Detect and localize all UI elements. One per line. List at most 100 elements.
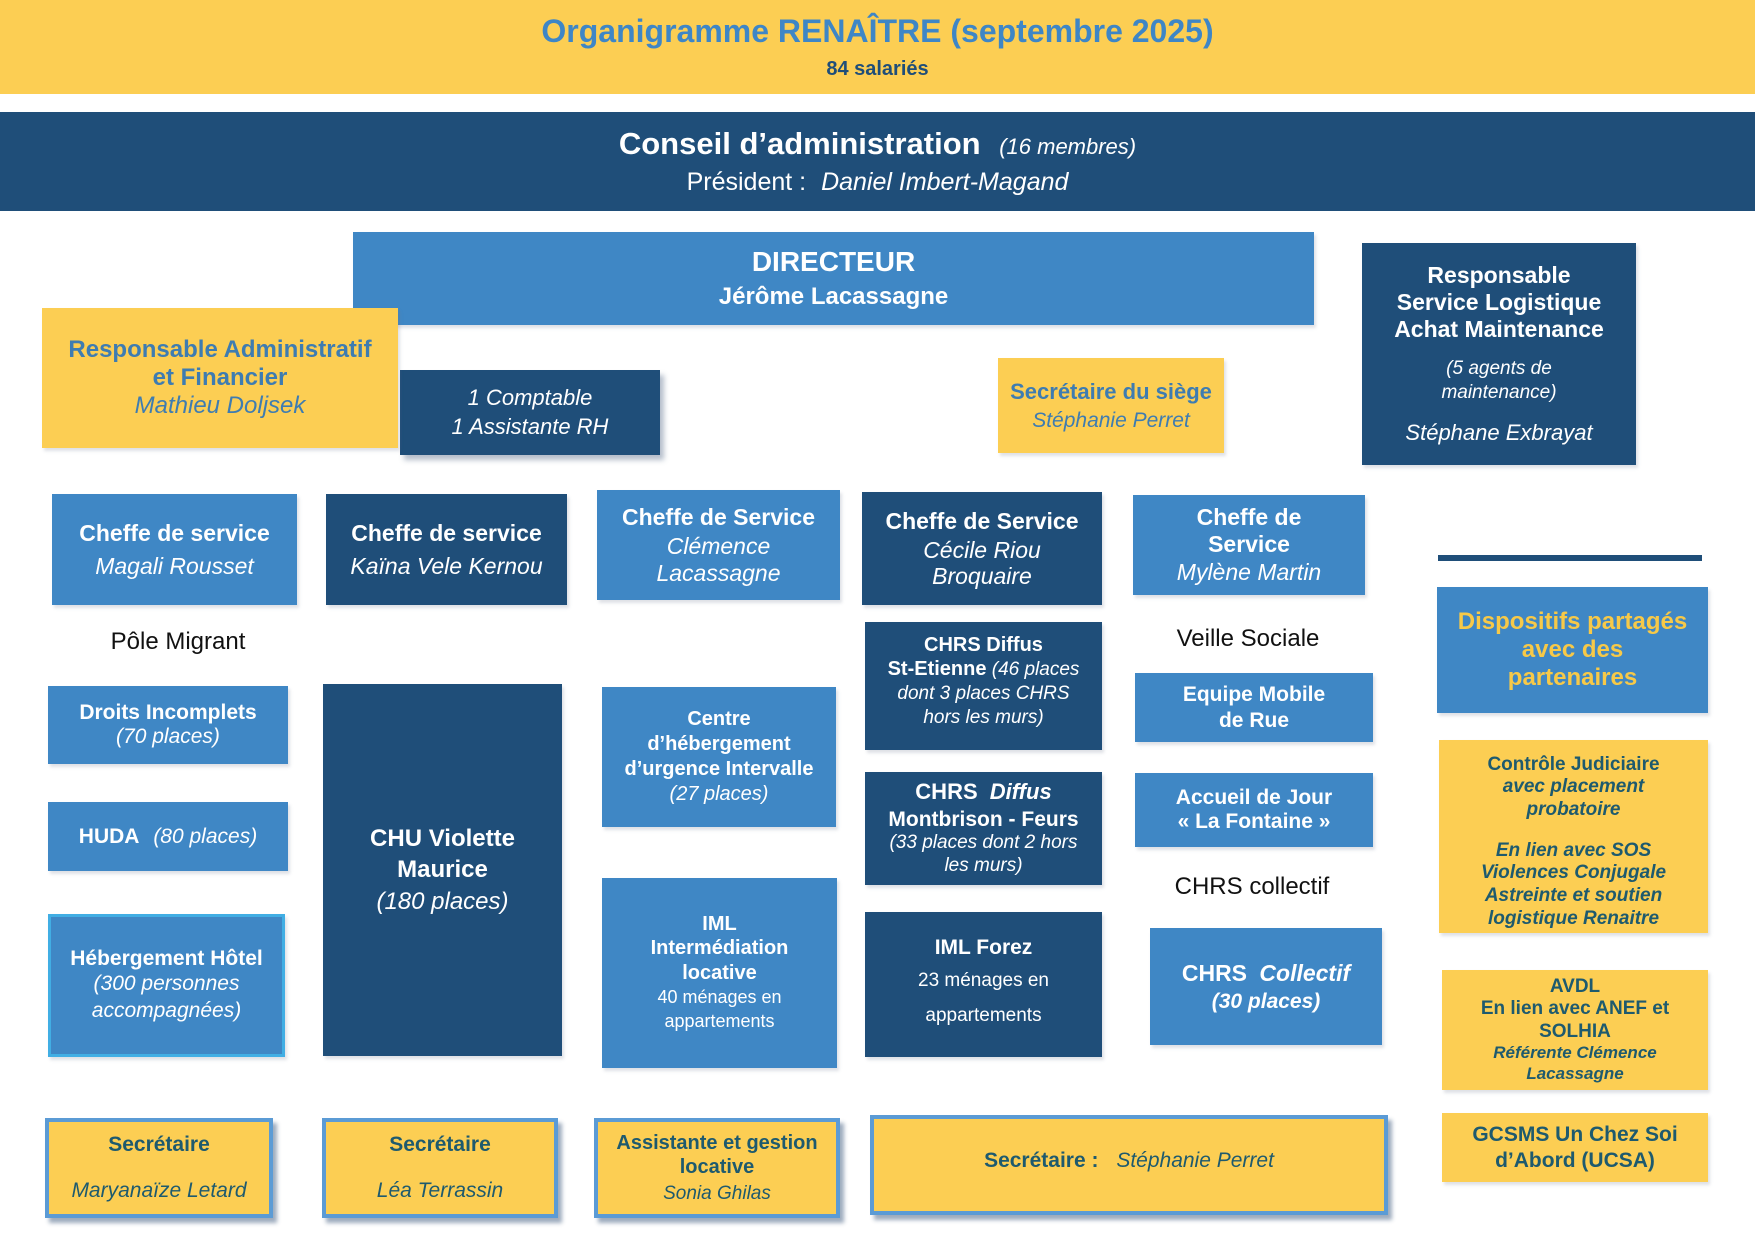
compta-line2: 1 Assistante RH [451,414,609,439]
board-title: Conseil d’administration [618,126,981,161]
logistique-line2: Service Logistique [1396,288,1602,315]
cheffe-box-5: Cheffe de Service Mylène Martin [1133,495,1365,595]
chrs-collectif-detail: (30 places) [1211,989,1321,1013]
cheffe-name: Cécile Riou Broquaire [923,536,1041,589]
equipe-mobile-box: Equipe Mobile de Rue [1135,673,1373,742]
secretary-title: Assistante et gestion locative [616,1132,818,1178]
iml-detail: 40 ménages en appartements [657,987,782,1031]
controle-note2: Astreinte et soutien logistique Renaitre [1484,885,1663,929]
secretary-name: Maryanaïze Letard [71,1179,247,1202]
chu-detail: (180 places) [376,887,509,915]
huda-box: HUDA (80 places) [48,802,288,871]
raf-title-line2: et Financier [152,364,288,391]
intervalle-box: Centre d’hébergement d’urgence Intervall… [602,687,836,827]
logistique-line3: Achat Maintenance [1394,315,1604,342]
hotel-title: Hébergement Hôtel [70,947,263,971]
siege-name: Stéphanie Perret [1032,408,1190,432]
secretary-title: Secrétaire [108,1133,210,1156]
iml-title: IML [702,913,737,936]
cheffe-title: Cheffe de Service [621,504,816,531]
chrs2-detail: (33 places dont 2 hors les murs) [889,832,1078,876]
chu-box: CHU Violette Maurice (180 places) [323,684,562,1056]
logistique-agents: (5 agents de maintenance) [1441,357,1557,403]
separator-line [1438,555,1702,561]
board-members: (16 membres) [999,134,1137,159]
siege-title: Secrétaire du siège [1010,378,1212,404]
logistique-line1: Responsable [1427,261,1571,288]
secretary-box-3: Assistante et gestion locative Sonia Ghi… [594,1118,840,1218]
chrs1-name: St-Etienne [887,658,987,680]
iml-forez-title: IML Forez [934,936,1033,960]
chrs-collectif-prefix: CHRS [1181,959,1248,986]
droits-detail: (70 places) [116,725,220,748]
board-title-line: Conseil d’administration (16 membres) [619,126,1136,162]
accueil-jour-box: Accueil de Jour « La Fontaine » [1135,773,1373,847]
huda-detail: (80 places) [153,824,258,848]
page-title: Organigramme RENAÎTRE (septembre 2025) [541,13,1214,49]
cheffe-name: Magali Rousset [95,552,254,579]
chrs2-title-line: CHRS Diffus [915,779,1051,805]
equipe-mobile-title: Equipe Mobile de Rue [1182,683,1326,732]
avdl-ref: Référente Clémence Lacassagne [1493,1043,1657,1083]
droits-title: Droits Incomplets [79,701,257,724]
secretary-box-1: Secrétaire Maryanaïze Letard [45,1118,273,1218]
label-pole-migrant: Pôle Migrant [110,628,246,655]
secretary-box-2: Secrétaire Léa Terrassin [322,1118,558,1218]
chrs-collectif-title-line: CHRS Collectif [1182,960,1350,987]
raf-name: Mathieu Doljsek [134,392,306,419]
controle-judiciaire-box: Contrôle Judiciaire avec placement proba… [1439,740,1708,933]
chrs2-prefix: CHRS [915,779,978,805]
controle-note1: En lien avec SOS Violences Conjugale [1480,839,1667,884]
avdl-title: AVDL [1549,975,1601,997]
iml-intermediation-box: IML Intermédiation locative 40 ménages e… [602,878,837,1068]
iml-forez-box: IML Forez 23 ménages en appartements [865,912,1102,1057]
secretary-name: Stéphanie Perret [1116,1149,1274,1172]
intervalle-detail: (27 places) [669,783,769,805]
director-title: DIRECTEUR [751,246,916,277]
gcsms-box: GCSMS Un Chez Soi d’Abord (UCSA) [1442,1113,1708,1182]
chu-title: CHU Violette Maurice [370,825,515,884]
siege-box: Secrétaire du siège Stéphanie Perret [998,358,1224,453]
cheffe-title: Cheffe de service [79,519,270,546]
chrs1-detail: (46 places dont 3 places CHRS hors les m… [897,659,1080,728]
huda-title: HUDA [78,824,140,848]
secretary-name: Léa Terrassin [376,1179,504,1202]
chrs-montbrison-box: CHRS Diffus Montbrison - Feurs (33 place… [865,772,1102,885]
header-band: Organigramme RENAÎTRE (septembre 2025) 8… [0,0,1755,94]
director-box: DIRECTEUR Jérôme Lacassagne [353,232,1314,325]
secretary-title: Secrétaire [389,1133,491,1156]
raf-title-line1: Responsable Administratif [68,336,372,363]
board-president-label: Président : [686,168,807,196]
avdl-sub: En lien avec ANEF et SOLHIA [1480,997,1670,1042]
iml-subtitle: Intermédiation locative [650,937,789,985]
cheffe-name: Clémence Lacassagne [656,533,781,586]
secretary-name: Sonia Ghilas [663,1183,771,1204]
logistique-name: Stéphane Exbrayat [1405,420,1593,446]
cheffe-title: Cheffe de Service [1196,504,1302,557]
chrs2-prefix-italic: Diffus [989,779,1052,805]
dispositifs-line: partenaires [1507,664,1638,691]
cheffe-name: Kaïna Vele Kernou [350,552,543,579]
label-chrs-collectif: CHRS collectif [1174,873,1330,900]
secretary-box-4: Secrétaire : Stéphanie Perret [870,1115,1388,1215]
cheffe-box-1: Cheffe de service Magali Rousset [52,494,297,605]
cheffe-title: Cheffe de Service [885,507,1079,534]
chrs1-detail-wrap: St-Etienne (46 places dont 3 places CHRS… [878,657,1090,730]
chrs-collectif-italic: Collectif [1259,959,1351,986]
hebergement-hotel-box: Hébergement Hôtel (300 personnes accompa… [48,914,285,1057]
hotel-detail: (300 personnes accompagnées) [91,972,242,1022]
secretary-title: Secrétaire : [984,1149,1099,1172]
cheffe-box-3: Cheffe de Service Clémence Lacassagne [597,490,840,600]
dispositifs-line: Dispositifs partagés [1457,608,1688,635]
logistique-box: Responsable Service Logistique Achat Mai… [1362,243,1636,465]
controle-title: Contrôle Judiciaire [1487,754,1660,775]
board-band: Conseil d’administration (16 membres) Pr… [0,112,1755,211]
dispositifs-line: avec des [1521,636,1624,663]
page-subtitle: 84 salariés [826,58,929,80]
gcsms-title: GCSMS Un Chez Soi d’Abord (UCSA) [1472,1123,1678,1172]
cheffe-title: Cheffe de service [351,519,542,546]
chrs2-title: Montbrison - Feurs [888,808,1079,832]
dispositifs-box: Dispositifs partagés avec des partenaire… [1437,587,1708,713]
accueil-line1: Accueil de Jour [1175,786,1333,809]
